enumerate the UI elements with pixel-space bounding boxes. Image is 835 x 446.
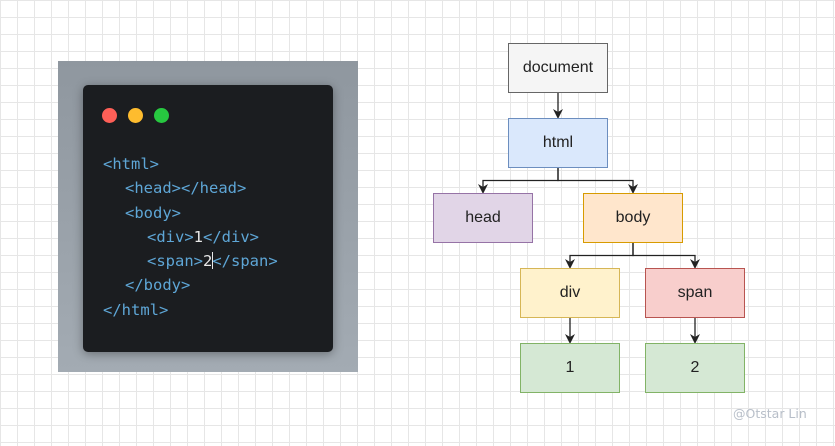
tree-node-head: head [433,193,533,243]
watermark: @Otstar Lin [733,406,807,421]
code-line: <body> [103,201,278,225]
window-minimize-dot [128,108,143,123]
code-line: <html> [103,152,278,176]
tree-node-document: document [508,43,608,93]
tree-node-label: 1 [565,359,575,376]
code-text: 1 [193,227,204,246]
tree-node-html: html [508,118,608,168]
code-tag: <body> [125,203,181,222]
html-code-block: <html><head></head><body><div>1</div><sp… [103,152,278,322]
code-editor-window: <html><head></head><body><div>1</div><sp… [83,85,333,352]
tree-node-text1: 1 [520,343,620,393]
code-text: 2 [203,252,213,271]
code-line: </body> [103,273,278,297]
window-maximize-dot [154,108,169,123]
tree-node-label: html [542,134,574,151]
tree-node-label: body [615,209,651,226]
code-tag: </body> [125,276,191,295]
edge-body-to-div [565,243,634,269]
tree-node-label: div [559,284,581,301]
edge-body-to-span [632,243,700,269]
code-line: <head></head> [103,176,278,200]
text-cursor [212,252,214,270]
code-line: <span>2</span> [103,249,278,273]
tree-node-span: span [645,268,745,318]
tree-node-text2: 2 [645,343,745,393]
tree-node-body: body [583,193,683,243]
window-close-dot [102,108,117,123]
code-tag: <div> [147,227,194,246]
code-tag: <html> [103,155,159,173]
edge-html-to-body [557,168,638,194]
tree-node-label: 2 [690,359,700,376]
code-line: </html> [103,298,278,322]
tree-node-div: div [520,268,620,318]
tree-node-label: document [522,59,594,76]
code-tag: <head></head> [125,179,247,198]
code-tag: <span> [147,252,203,271]
tree-node-label: head [465,209,501,226]
code-tag: </html> [103,300,169,319]
code-line: <div>1</div> [103,225,278,249]
code-tag: </div> [203,227,260,246]
tree-node-label: span [677,284,713,301]
edge-html-to-head [478,168,559,194]
code-tag: </span> [212,252,278,271]
